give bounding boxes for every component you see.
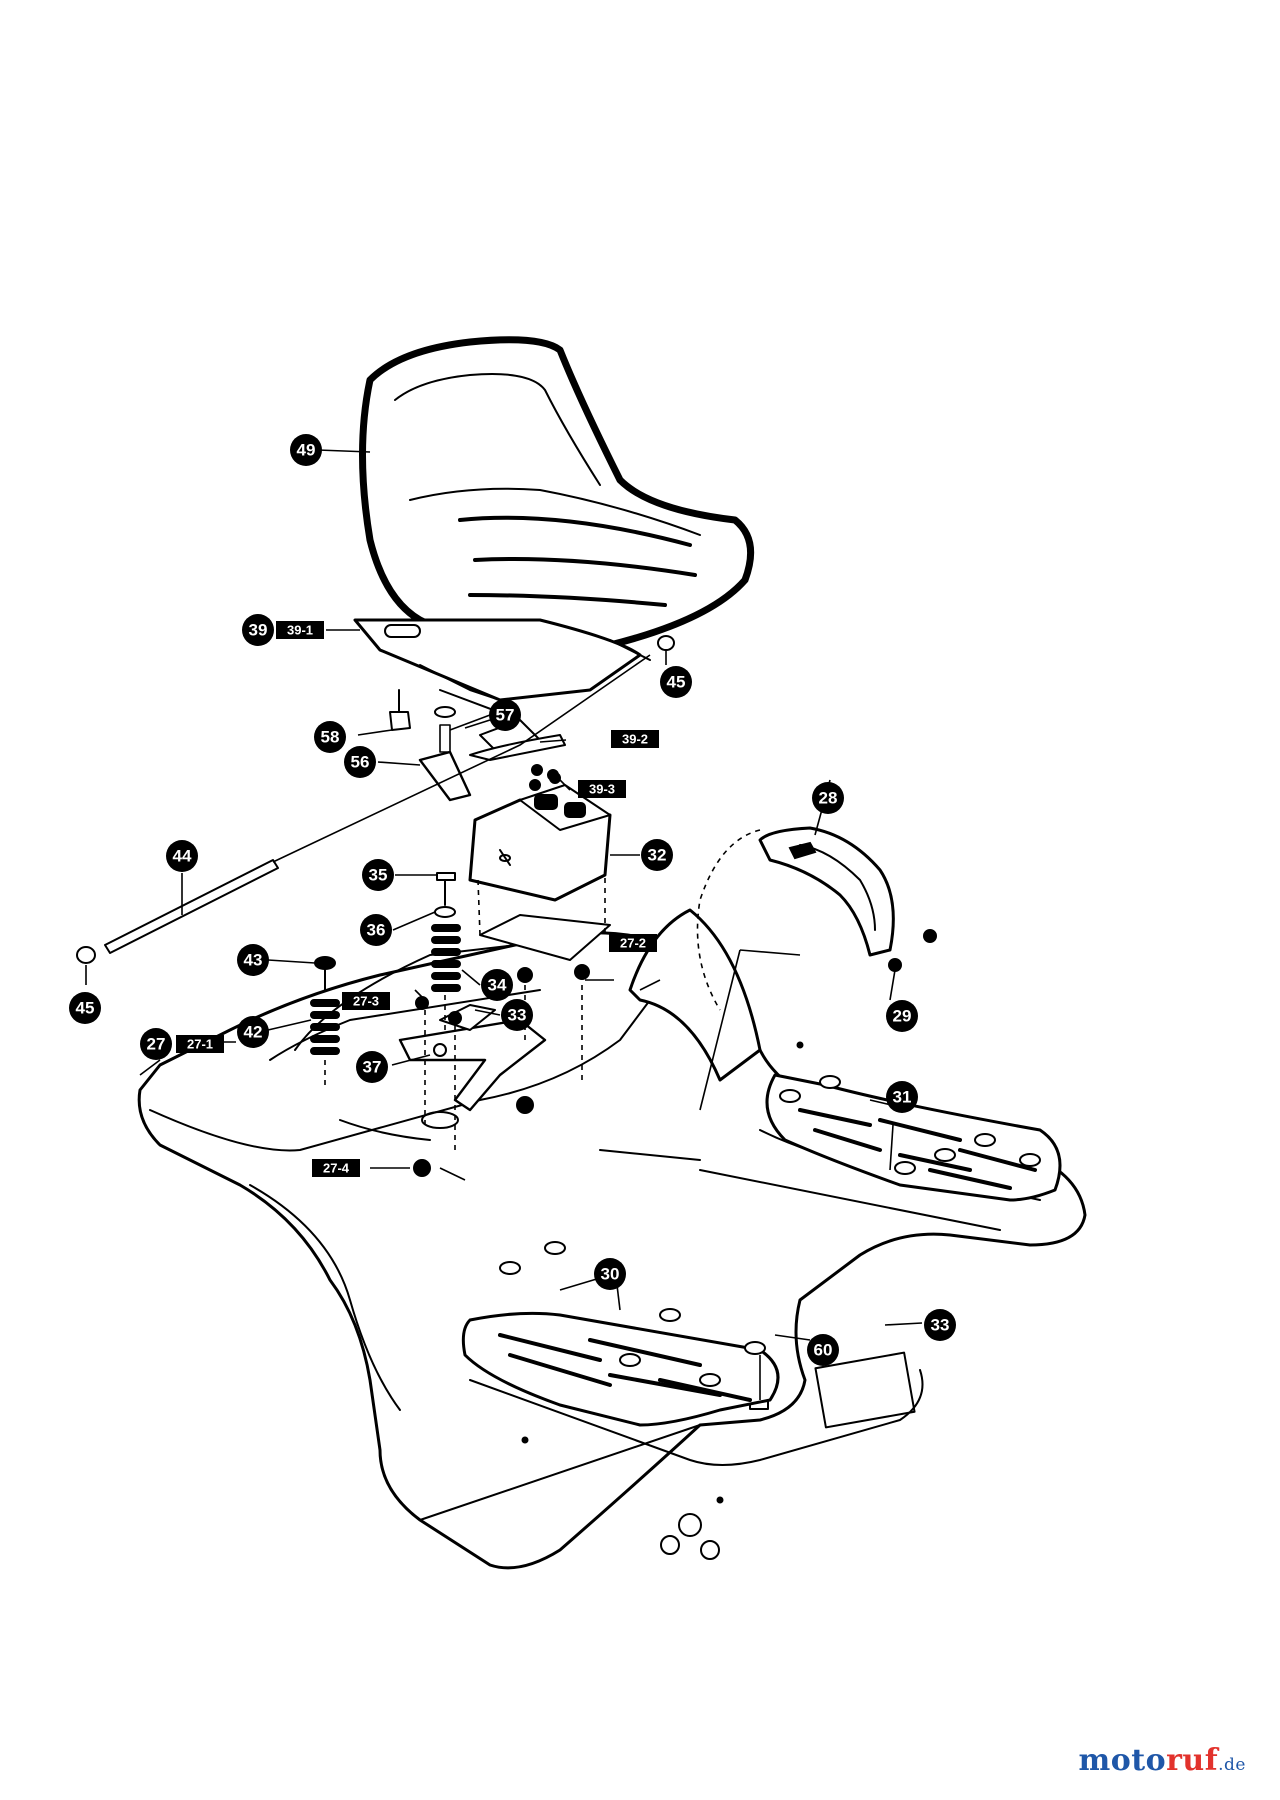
svg-text:45: 45 [667,673,686,692]
subpart-27-4: 27-4 [312,1159,360,1177]
svg-text:27-4: 27-4 [323,1161,350,1176]
brand-part-1: moto [1078,1743,1167,1778]
callout-35: 35 [362,859,394,891]
callout-44: 44 [166,840,198,872]
subpart-39-2: 39-2 [611,730,659,748]
callout-32: 32 [641,839,673,871]
foot-plate-left [461,1241,780,1427]
springs [310,924,461,1085]
svg-text:42: 42 [244,1023,263,1042]
brand-watermark: motoruf.de [1078,1743,1246,1778]
subpart-39-3: 39-3 [578,780,626,798]
callout-36: 36 [360,914,392,946]
rod [104,654,651,954]
callout-33-lower: 33 [924,1309,956,1341]
part-callouts: 49 39 45 57 58 56 44 28 32 35 36 43 34 3… [69,434,956,1366]
svg-text:27-1: 27-1 [187,1037,213,1052]
svg-text:44: 44 [173,847,192,866]
svg-text:27-2: 27-2 [620,936,646,951]
callout-27: 27 [140,1028,172,1060]
svg-text:32: 32 [648,846,667,865]
brand-part-3: .de [1218,1755,1246,1775]
callout-45-top: 45 [660,666,692,698]
callout-39: 39 [242,614,274,646]
svg-text:35: 35 [369,866,388,885]
svg-text:43: 43 [244,951,263,970]
subpart-39-1: 39-1 [276,621,324,639]
svg-text:30: 30 [601,1265,620,1284]
svg-text:57: 57 [496,706,515,725]
spring-42 [310,999,340,1055]
seat [359,336,755,664]
callout-37: 37 [356,1051,388,1083]
svg-text:45: 45 [76,999,95,1018]
subpart-27-2: 27-2 [609,934,657,952]
callout-29: 29 [886,1000,918,1032]
callout-45-left: 45 [69,992,101,1024]
svg-text:37: 37 [363,1058,382,1077]
subpart-27-3: 27-3 [342,992,390,1010]
callout-56: 56 [344,746,376,778]
brand-part-2: ruf [1166,1743,1219,1778]
svg-text:33: 33 [931,1316,950,1335]
svg-text:27: 27 [147,1035,166,1054]
svg-text:60: 60 [814,1341,833,1360]
callout-30: 30 [594,1258,626,1290]
seat-switch-box [468,772,612,902]
callout-34: 34 [481,969,513,1001]
svg-text:49: 49 [297,441,316,460]
mount-plate-upper [477,878,611,961]
foot-plate-right [765,1073,1062,1202]
svg-text:34: 34 [488,976,507,995]
spring-34 [431,924,461,992]
svg-text:39-3: 39-3 [589,782,615,797]
svg-text:29: 29 [893,1007,912,1026]
subpart-27-1: 27-1 [176,1035,224,1053]
seat-base-plate [353,618,651,756]
callout-31: 31 [886,1081,918,1113]
leader-lines [85,449,923,1400]
chassis-body [137,908,1087,1570]
callout-60: 60 [807,1334,839,1366]
svg-text:39-2: 39-2 [622,732,648,747]
callout-33-upper: 33 [501,999,533,1031]
callout-49: 49 [290,434,322,466]
svg-text:33: 33 [508,1006,527,1025]
svg-text:58: 58 [321,728,340,747]
svg-text:39-1: 39-1 [287,623,313,638]
callout-58: 58 [314,721,346,753]
callout-57: 57 [489,699,521,731]
svg-text:28: 28 [819,789,838,808]
svg-text:27-3: 27-3 [353,994,379,1009]
callout-42: 42 [237,1016,269,1048]
lever-guide [696,826,895,1011]
svg-text:39: 39 [249,621,268,640]
svg-text:36: 36 [367,921,386,940]
svg-text:31: 31 [893,1088,912,1107]
callout-43: 43 [237,944,269,976]
subpart-callouts: 39-1 39-2 39-3 27-2 27-3 27-1 27-4 [176,621,659,1177]
callout-28: 28 [812,782,844,814]
svg-text:56: 56 [351,753,370,772]
